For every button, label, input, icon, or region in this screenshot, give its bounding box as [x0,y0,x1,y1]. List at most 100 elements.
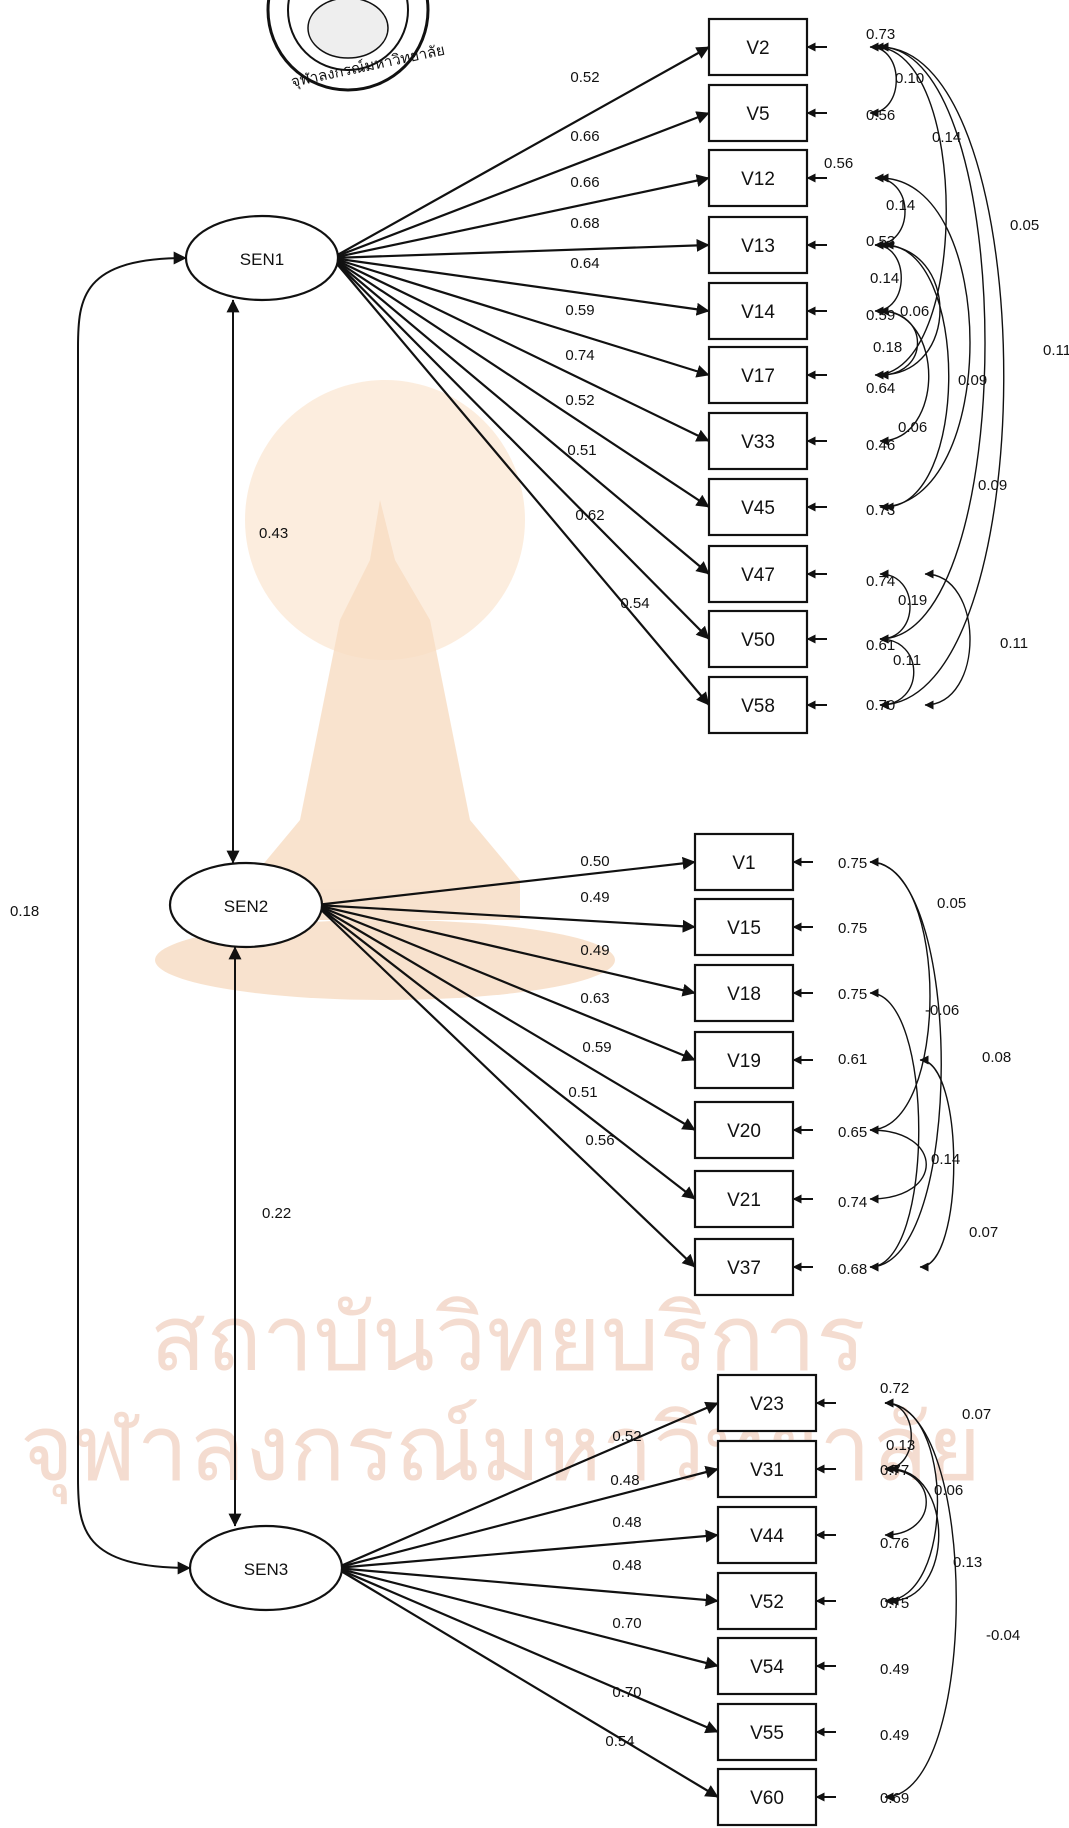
loading-value: 0.51 [567,442,596,459]
loading-value: 0.59 [565,302,594,319]
indicator-v33: V33 [707,411,809,471]
loading-value: 0.48 [612,1514,641,1531]
loading-path [331,257,710,442]
indicator-v54: V54 [716,1636,818,1696]
covariance-value: 0.07 [962,1406,991,1423]
indicator-v37: V37 [693,1237,795,1297]
loading-path [331,257,710,706]
error-covariance-v2-v5: 0.10 [869,42,924,118]
indicator-label: V17 [741,366,775,387]
indicator-v47: V47 [707,544,809,604]
latent-sen1: SEN1 [184,214,340,302]
covariance-arc [874,42,947,380]
covariance-value: 0.14 [886,197,915,214]
loading-value: 0.52 [612,1428,641,1445]
indicator-label: V44 [750,1526,784,1547]
indicator-box [707,148,809,208]
error-covariance-v31-v44: 0.06 [884,1464,963,1540]
covariance-arc [924,569,971,710]
error-covariance-v18-v37: -0.06 [869,988,959,1272]
indicator-box [716,1702,818,1762]
error-value: 0.68 [838,1261,867,1278]
loading-value: 0.49 [580,889,609,906]
error-value: 0.69 [880,1790,909,1807]
loading-value: 0.48 [612,1557,641,1574]
indicator-label: V21 [727,1190,761,1211]
error-value: 0.74 [866,573,895,590]
indicator-label: V33 [741,432,775,453]
factor-correlation-sen2-sen3: 0.22 [228,946,291,1527]
covariance-value: 0.11 [893,652,921,669]
loading-value: 0.48 [610,1472,639,1489]
covariance-arc [879,173,971,512]
indicator-box [716,1767,818,1827]
indicator-label: V12 [741,169,775,190]
loading-path [315,904,696,1131]
covariance-value: -0.06 [925,1002,959,1019]
error-value: 0.56 [824,155,853,172]
indicator-box [693,832,795,892]
factor-correlation-sen1-sen2: 0.43 [226,299,288,864]
indicator-v58: V58 [707,675,809,735]
indicator-label: V13 [741,236,775,257]
loading-value: 0.68 [570,215,599,232]
covariance-arc [869,988,920,1272]
error-covariance-v23-v52: 0.07 [884,1398,991,1606]
covariance-value: 0.11 [1000,635,1028,652]
loading-value: 0.52 [570,69,599,86]
error-covariance-v13-v45: 0.09 [884,240,1007,512]
covariance-arc [869,42,897,118]
covariance-value: 0.14 [932,129,961,146]
covariance-value: 0.14 [931,1151,960,1168]
indicator-v15: V15 [693,897,795,957]
indicator-label: V20 [727,1121,761,1142]
indicator-box [707,215,809,275]
indicator-label: V31 [750,1460,784,1481]
indicator-label: V50 [741,630,775,651]
indicator-v45: V45 [707,477,809,537]
loading-path [331,257,710,508]
covariance-value: 0.18 [873,339,902,356]
indicator-box [707,345,809,405]
error-covariance-v1-v37: 0.08 [869,857,1011,1272]
loading-path [331,256,710,378]
error-covariance-v1-v20: 0.05 [869,857,966,1135]
covariance-arc [919,1055,955,1272]
latent-ellipse [168,861,324,949]
error-covariance-v50-v58: 0.11 [879,634,921,710]
error-value: 0.76 [880,1535,909,1552]
covariance-arc [869,857,931,1135]
indicator-v50: V50 [707,609,809,669]
indicator-v31: V31 [716,1439,818,1499]
loading-value: 0.70 [612,1615,641,1632]
observed-indicators: V2V5V12V13V14V17V33V45V47V50V58V1V15V18V… [693,17,818,1827]
error-value: 0.61 [838,1051,867,1068]
loading-value: 0.64 [570,255,599,272]
indicator-v20: V20 [693,1100,795,1160]
error-covariance-v23-v60: -0.04 [884,1398,1020,1802]
correlation-value: 0.43 [259,525,288,542]
error-value: 0.53 [866,233,895,250]
indicator-label: V2 [746,38,769,59]
indicator-box [693,1030,795,1090]
covariance-value: 0.06 [900,303,929,320]
error-value: 0.46 [866,437,895,454]
indicator-label: V52 [750,1592,784,1613]
loading-path [331,256,710,316]
indicator-box [716,1636,818,1696]
indicator-box [693,897,795,957]
loading-value: 0.63 [580,990,609,1007]
indicator-box [707,83,809,143]
indicator-v60: V60 [716,1767,818,1827]
factor-correlations: 0.430.220.18 [10,251,291,1575]
indicator-v55: V55 [716,1702,818,1762]
indicator-box [707,411,809,471]
error-value: 0.61 [866,637,895,654]
covariance-value: -0.04 [986,1627,1020,1644]
covariance-arc [884,240,950,512]
error-value: 0.59 [866,307,895,324]
loading-path [315,904,696,1200]
indicator-box [716,1439,818,1499]
indicator-v5: V5 [707,83,809,143]
indicator-box [707,675,809,735]
